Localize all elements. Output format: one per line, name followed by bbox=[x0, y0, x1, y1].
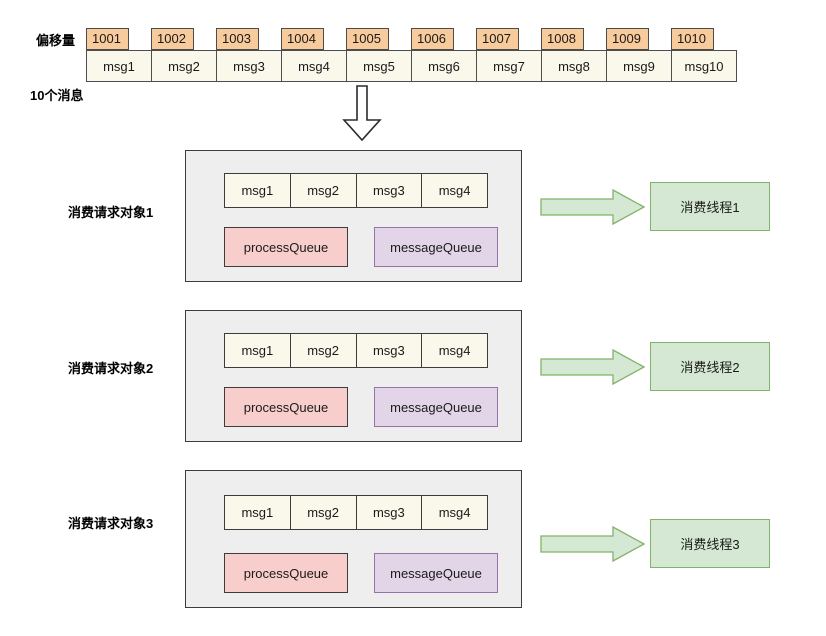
offset-tag: 1010 bbox=[671, 28, 714, 50]
offset-tag: 1003 bbox=[216, 28, 259, 50]
panel-message-cell: msg3 bbox=[357, 496, 423, 529]
panel-message-cell: msg2 bbox=[291, 496, 357, 529]
consumer-request-panel-1: msg1 msg2 msg3 msg4 processQueue message… bbox=[185, 150, 522, 282]
topic-message-cell: msg1 bbox=[87, 51, 152, 81]
consumer-thread-box-1[interactable]: 消费线程1 bbox=[650, 182, 770, 231]
consumer-thread-box-2[interactable]: 消费线程2 bbox=[650, 342, 770, 391]
topic-message-strip: msg1 msg2 msg3 msg4 msg5 msg6 msg7 msg8 … bbox=[86, 50, 737, 82]
topic-message-cell: msg8 bbox=[542, 51, 607, 81]
topic-message-cell: msg3 bbox=[217, 51, 282, 81]
offset-tag: 1004 bbox=[281, 28, 324, 50]
panel-label-3: 消费请求对象3 bbox=[68, 516, 154, 531]
offset-tag: 1005 bbox=[346, 28, 389, 50]
offset-tag: 1006 bbox=[411, 28, 454, 50]
panel-message-cell: msg1 bbox=[225, 334, 291, 367]
panel-message-cell: msg2 bbox=[291, 334, 357, 367]
consumer-request-panel-3: msg1 msg2 msg3 msg4 processQueue message… bbox=[185, 470, 522, 608]
green-arrow-icon-2 bbox=[540, 348, 645, 386]
panel-label-2: 消费请求对象2 bbox=[68, 361, 154, 376]
topic-message-cell: msg5 bbox=[347, 51, 412, 81]
offset-tag: 1002 bbox=[151, 28, 194, 50]
panel-message-row-1: msg1 msg2 msg3 msg4 bbox=[224, 173, 488, 208]
offset-label: 偏移量 bbox=[36, 33, 76, 48]
panel-message-cell: msg3 bbox=[357, 174, 423, 207]
panel-message-cell: msg1 bbox=[225, 496, 291, 529]
topic-message-cell: msg7 bbox=[477, 51, 542, 81]
message-queue-box-1[interactable]: messageQueue bbox=[374, 227, 498, 267]
panel-label-1: 消费请求对象1 bbox=[68, 205, 154, 220]
green-arrow-icon-3 bbox=[540, 525, 645, 563]
message-queue-box-3[interactable]: messageQueue bbox=[374, 553, 498, 593]
offset-tag: 1001 bbox=[86, 28, 129, 50]
panel-message-cell: msg3 bbox=[357, 334, 423, 367]
consumer-request-panel-2: msg1 msg2 msg3 msg4 processQueue message… bbox=[185, 310, 522, 442]
offset-tag: 1009 bbox=[606, 28, 649, 50]
topic-message-cell: msg10 bbox=[684, 58, 724, 74]
panel-message-cell: msg2 bbox=[291, 174, 357, 207]
message-queue-box-2[interactable]: messageQueue bbox=[374, 387, 498, 427]
panel-message-row-3: msg1 msg2 msg3 msg4 bbox=[224, 495, 488, 530]
offset-tag: 1007 bbox=[476, 28, 519, 50]
topic-message-cell: msg6 bbox=[412, 51, 477, 81]
message-count-label: 10个消息 bbox=[30, 88, 84, 103]
panel-message-cell: msg4 bbox=[438, 343, 471, 358]
topic-message-cell: msg9 bbox=[607, 51, 672, 81]
panel-message-row-2: msg1 msg2 msg3 msg4 bbox=[224, 333, 488, 368]
process-queue-box-1[interactable]: processQueue bbox=[224, 227, 348, 267]
panel-message-cell: msg4 bbox=[438, 505, 471, 520]
topic-message-cell: msg4 bbox=[282, 51, 347, 81]
down-arrow-icon bbox=[340, 84, 384, 142]
offset-tag: 1008 bbox=[541, 28, 584, 50]
green-arrow-icon-1 bbox=[540, 188, 645, 226]
consumer-thread-box-3[interactable]: 消费线程3 bbox=[650, 519, 770, 568]
process-queue-box-2[interactable]: processQueue bbox=[224, 387, 348, 427]
panel-message-cell: msg1 bbox=[225, 174, 291, 207]
panel-message-cell: msg4 bbox=[438, 183, 471, 198]
topic-message-cell: msg2 bbox=[152, 51, 217, 81]
process-queue-box-3[interactable]: processQueue bbox=[224, 553, 348, 593]
